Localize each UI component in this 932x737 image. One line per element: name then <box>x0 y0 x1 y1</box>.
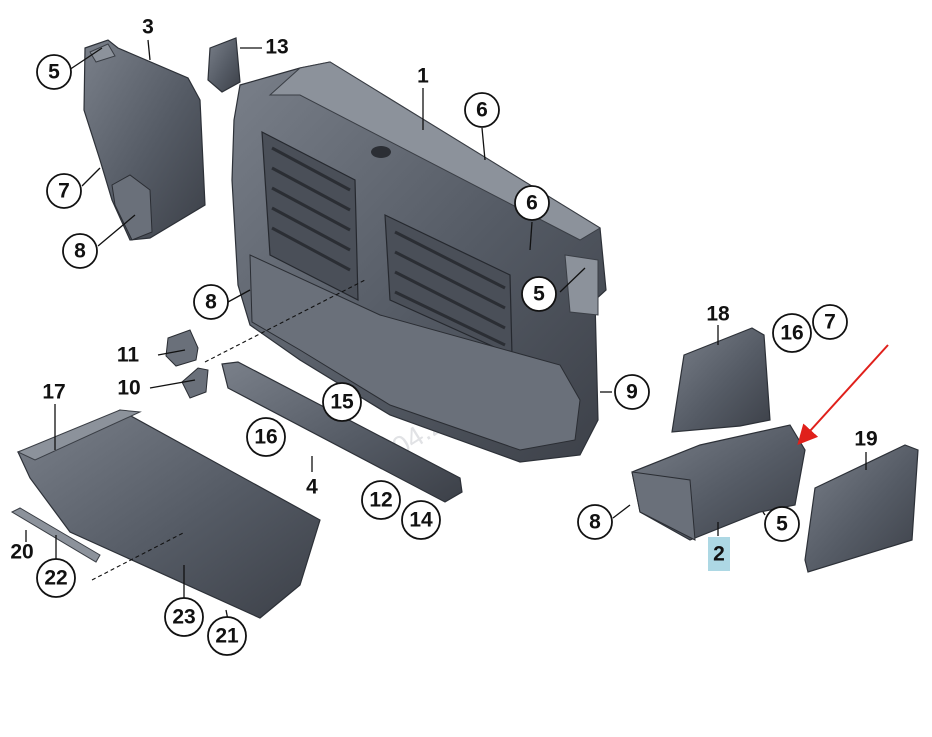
callout-c11: 11 <box>117 344 140 367</box>
callout-c9: 9 <box>614 374 650 410</box>
callout-c4: 4 <box>306 476 318 499</box>
part-17-shield <box>16 409 321 619</box>
callout-label: 8 <box>205 291 217 314</box>
callout-c15: 15 <box>322 382 362 422</box>
callout-circle <box>772 313 812 353</box>
highlight-box <box>708 537 730 571</box>
callout-c16b: 16 <box>772 313 812 353</box>
callout-c17: 17 <box>42 381 65 404</box>
part-10-bracket <box>181 367 209 399</box>
callout-label: 12 <box>369 489 392 512</box>
callout-label: 14 <box>409 509 433 532</box>
callout-c5b: 5 <box>521 276 557 312</box>
callout-label: 6 <box>526 192 538 215</box>
callout-circle <box>322 382 362 422</box>
callout-c14: 14 <box>401 500 441 540</box>
part-2-duct <box>631 424 806 541</box>
callout-c5c: 5 <box>764 506 800 542</box>
callout-label: 7 <box>824 311 836 334</box>
callout-circle <box>401 500 441 540</box>
callout-circle <box>36 558 76 598</box>
callout-c5a: 5 <box>36 54 72 90</box>
callout-label: 6 <box>476 99 488 122</box>
callout-c20: 20 <box>10 541 33 564</box>
callout-label: 10 <box>117 377 140 400</box>
callout-c7a: 7 <box>46 173 82 209</box>
callout-c12: 12 <box>361 480 401 520</box>
part-3-air-duct <box>83 39 206 241</box>
callout-label: 13 <box>265 36 288 59</box>
callout-label: 16 <box>254 426 277 449</box>
callout-c8c: 8 <box>577 504 613 540</box>
callout-c18: 18 <box>706 303 730 326</box>
callout-label: 9 <box>626 381 638 404</box>
callout-label: 15 <box>330 391 354 414</box>
callout-c23: 23 <box>164 597 204 637</box>
callout-c2: 2 <box>713 543 725 566</box>
callout-circle <box>36 54 72 90</box>
callout-label: 17 <box>42 381 65 404</box>
callout-circle <box>193 284 229 320</box>
callout-label: 5 <box>776 513 788 536</box>
leader-lines <box>25 39 867 621</box>
callout-label: 11 <box>117 344 140 367</box>
part-13-clip <box>207 37 241 93</box>
callout-circle <box>614 374 650 410</box>
callout-label: 3 <box>142 16 154 39</box>
callout-circle <box>464 92 500 128</box>
callout-c10: 10 <box>117 377 140 400</box>
part-18-duct <box>671 327 771 433</box>
callout-circle <box>246 417 286 457</box>
callout-label: 20 <box>10 541 33 564</box>
callout-label: 19 <box>854 428 877 451</box>
callout-label: 2 <box>713 543 725 566</box>
callout-c1: 1 <box>417 65 429 88</box>
callout-label: 7 <box>58 180 70 203</box>
callout-c16a: 16 <box>246 417 286 457</box>
callout-label: 1 <box>417 65 429 88</box>
part-11-bracket <box>165 329 199 367</box>
callout-circle <box>207 616 247 656</box>
callout-circle <box>521 276 557 312</box>
callout-c6a: 6 <box>464 92 500 128</box>
callout-label: 4 <box>306 476 318 499</box>
callout-label: 8 <box>589 511 601 534</box>
callout-c19: 19 <box>854 428 877 451</box>
callout-label: 21 <box>215 625 239 648</box>
callout-circle <box>46 173 82 209</box>
callout-circle <box>361 480 401 520</box>
red-arrow-icon <box>797 344 889 445</box>
callout-circle <box>514 185 550 221</box>
callout-c3: 3 <box>142 16 154 39</box>
callout-c22: 22 <box>36 558 76 598</box>
callout-circle <box>764 506 800 542</box>
callout-label: 5 <box>533 283 545 306</box>
callout-label: 18 <box>706 303 730 326</box>
callout-circle <box>164 597 204 637</box>
callout-label: 22 <box>44 567 67 590</box>
callout-label: 5 <box>48 61 60 84</box>
callout-c13: 13 <box>265 36 288 59</box>
part-4-strip <box>221 361 463 503</box>
callout-circle <box>812 304 848 340</box>
callout-c6b: 6 <box>514 185 550 221</box>
callout-c7b: 7 <box>812 304 848 340</box>
callout-circle <box>62 233 98 269</box>
callout-label: 23 <box>172 606 195 629</box>
callout-label: 16 <box>780 322 803 345</box>
callout-circle <box>577 504 613 540</box>
callout-label: 8 <box>74 240 86 263</box>
callout-c8b: 8 <box>193 284 229 320</box>
callout-c21: 21 <box>207 616 247 656</box>
callout-c8a: 8 <box>62 233 98 269</box>
part-19-deflector <box>804 444 919 573</box>
